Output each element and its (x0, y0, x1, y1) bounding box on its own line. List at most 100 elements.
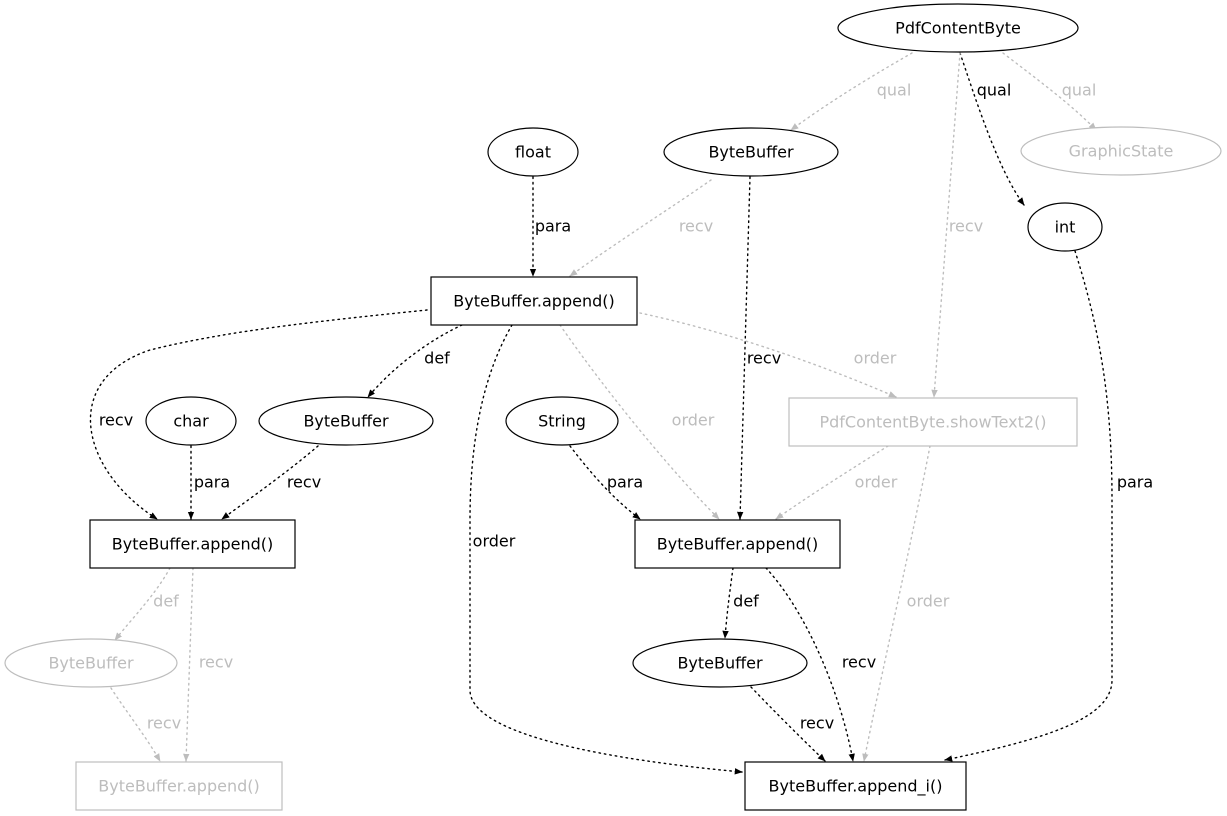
node-char-type: char (145, 396, 237, 446)
node-shape (788, 397, 1078, 447)
node-label: ByteBuffer.append() (112, 535, 273, 554)
node-float-type: float (487, 127, 579, 177)
edge-line (469, 324, 743, 775)
edge-label: order (855, 473, 898, 492)
edge-label: recv (842, 653, 876, 672)
edge-line (221, 445, 319, 520)
edge-order-e11: order (469, 324, 743, 775)
node-string-type: String (505, 396, 619, 446)
edge-order-e12: order (559, 324, 720, 520)
edge-para-e16: para (569, 445, 643, 520)
node-bb_def-type: ByteBuffer (258, 396, 434, 446)
edge-def-e23: def (722, 567, 759, 639)
edge-order-e19: order (862, 445, 950, 762)
node-app2-method: ByteBuffer.append() (89, 519, 296, 569)
node-shape (1027, 202, 1103, 252)
edge-label: recv (949, 217, 983, 236)
node-shape (89, 519, 296, 569)
edge-label: recv (679, 217, 713, 236)
edge-recv-e15: recv (221, 445, 321, 520)
edge-line (569, 179, 712, 277)
edge-para-e14: para (187, 445, 230, 520)
node-layer: PdfContentByteGraphicStateByteBufferfloa… (4, 3, 1222, 811)
edge-label: para (607, 473, 643, 492)
node-label: ByteBuffer.append() (657, 535, 818, 554)
edge-recv-e06: recv (931, 52, 983, 398)
edge-label: recv (747, 349, 781, 368)
node-pcb-type: PdfContentByte (837, 3, 1079, 53)
edge-line (931, 52, 961, 398)
edge-line (737, 176, 751, 520)
edge-qual-e03: qual (1002, 52, 1097, 131)
edge-label: qual (977, 81, 1012, 100)
edge-line (765, 567, 855, 762)
node-bb_f-type: ByteBuffer (4, 638, 178, 688)
node-shape (505, 396, 619, 446)
node-app3-method: ByteBuffer.append() (634, 519, 841, 569)
edge-para-e08: para (944, 250, 1153, 762)
edge-line (367, 324, 463, 398)
edge-recv-e04: recv (569, 179, 713, 277)
edge-label: recv (287, 473, 321, 492)
edge-order-e13: order (639, 312, 897, 398)
node-gs-type: GraphicState (1020, 126, 1222, 176)
edge-label: def (424, 349, 450, 368)
edge-qual-e01: qual (790, 52, 913, 131)
edge-label: qual (1062, 81, 1097, 100)
node-label: ByteBuffer.append() (98, 777, 259, 796)
edge-line (114, 567, 171, 641)
edge-line (775, 445, 889, 520)
node-shape (487, 127, 579, 177)
node-label: ByteBuffer (303, 412, 389, 431)
edge-label: order (473, 532, 516, 551)
node-label: PdfContentByte (895, 19, 1021, 38)
node-label: PdfContentByte.showText2() (819, 413, 1046, 432)
edge-line (183, 567, 194, 762)
node-shape (430, 276, 638, 326)
edge-def-e20: def (114, 567, 179, 641)
node-shape (634, 519, 841, 569)
edge-label: def (153, 592, 179, 611)
edge-recv-e07: recv (737, 176, 781, 520)
edge-def-e10: def (367, 324, 463, 398)
edge-line (722, 567, 734, 639)
edge-line (944, 250, 1113, 762)
node-label: ByteBuffer (708, 143, 794, 162)
edge-label: qual (877, 81, 912, 100)
edge-label: recv (147, 714, 181, 733)
edge-label: order (854, 349, 897, 368)
node-shape (75, 761, 283, 811)
node-shape (4, 638, 178, 688)
edge-recv-e24: recv (750, 686, 834, 762)
edge-line (862, 445, 931, 762)
node-int-type: int (1027, 202, 1103, 252)
node-label: ByteBuffer.append() (453, 292, 614, 311)
node-showtext-method: PdfContentByte.showText2() (788, 397, 1078, 447)
node-shape (837, 3, 1079, 53)
node-shape (1020, 126, 1222, 176)
node-shape (632, 638, 808, 688)
node-label: int (1055, 218, 1076, 237)
edge-line (89, 309, 428, 520)
edge-label: order (672, 411, 715, 430)
edge-line (959, 52, 1025, 206)
edge-label: para (194, 473, 230, 492)
node-bb_d3-type: ByteBuffer (632, 638, 808, 688)
edge-label: recv (199, 653, 233, 672)
node-appi-method: ByteBuffer.append_i() (744, 761, 967, 811)
node-label: ByteBuffer (48, 654, 134, 673)
node-shape (145, 396, 237, 446)
edge-label: def (733, 592, 759, 611)
edge-recv-e21: recv (183, 567, 233, 762)
edge-recv-e22: recv (110, 687, 181, 762)
edge-label: para (1117, 473, 1153, 492)
node-label: String (538, 412, 586, 431)
node-bb_q-type: ByteBuffer (663, 127, 839, 177)
node-app_f-method: ByteBuffer.append() (75, 761, 283, 811)
edge-line (750, 686, 826, 762)
node-shape (744, 761, 967, 811)
edge-recv-e09: recv (89, 309, 428, 520)
edge-layer: qual qual qual recv para recv recv para recv def o… (89, 52, 1153, 775)
node-shape (663, 127, 839, 177)
